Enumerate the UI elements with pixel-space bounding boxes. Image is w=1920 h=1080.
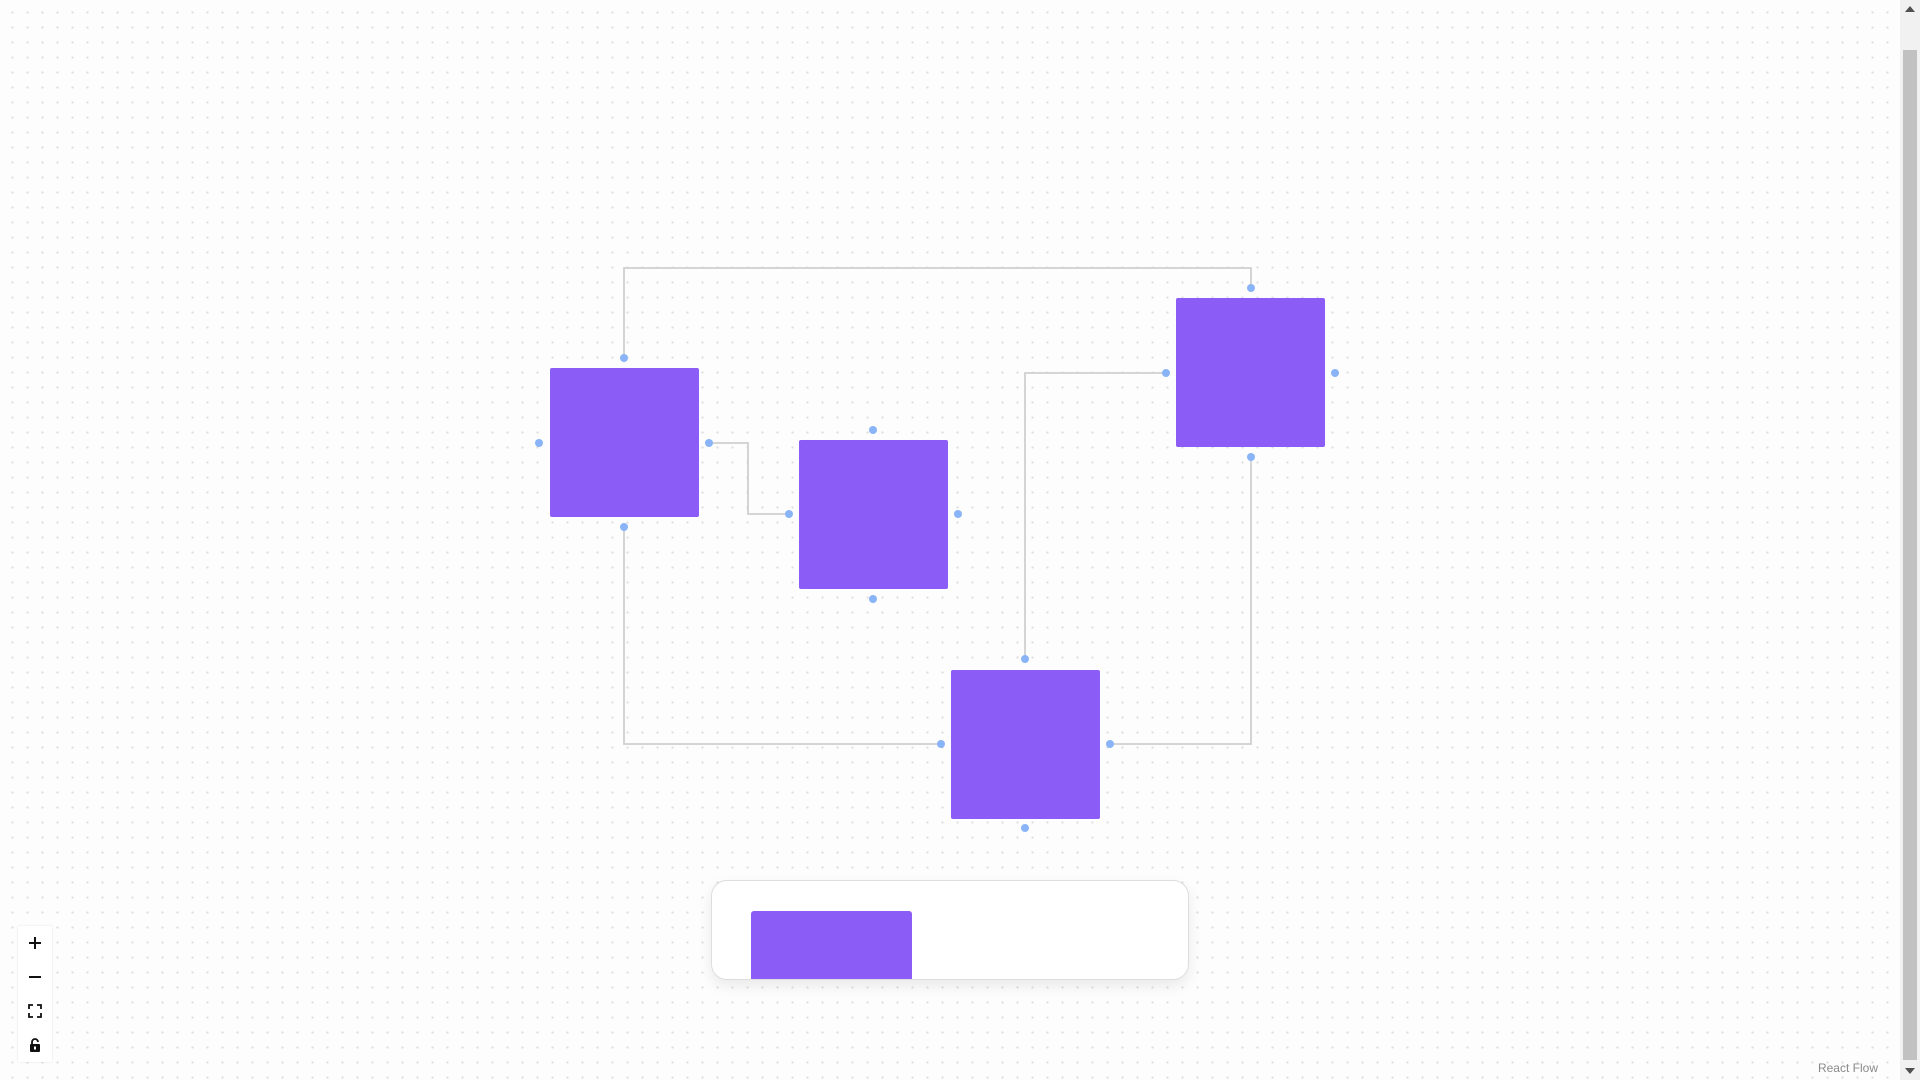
- lock-button[interactable]: [18, 1028, 52, 1062]
- vertical-scrollbar[interactable]: [1900, 0, 1920, 1080]
- node-4-handle-top[interactable]: [1021, 655, 1029, 663]
- edge-node1-node3[interactable]: [623, 267, 1252, 358]
- edge-node1-node2[interactable]: [709, 442, 789, 515]
- plus-icon: [29, 937, 41, 949]
- node-1-handle-bottom[interactable]: [620, 523, 628, 531]
- fit-view-button[interactable]: [18, 994, 52, 1028]
- arrow-up-icon: [1905, 6, 1915, 12]
- zoom-out-button[interactable]: [18, 960, 52, 994]
- minus-icon: [29, 976, 41, 978]
- flow-node-4[interactable]: [951, 670, 1100, 819]
- node-1-handle-left[interactable]: [535, 439, 543, 447]
- fit-view-icon: [28, 1004, 42, 1018]
- scroll-up-button[interactable]: [1900, 0, 1920, 18]
- node-4-handle-bottom[interactable]: [1021, 824, 1029, 832]
- node-1-handle-top[interactable]: [620, 354, 628, 362]
- flow-node-2[interactable]: [799, 440, 948, 589]
- node-2-handle-bottom[interactable]: [869, 595, 877, 603]
- flow-node-3[interactable]: [1176, 298, 1325, 447]
- edge-node3-node4[interactable]: [1110, 457, 1252, 745]
- scroll-down-button[interactable]: [1900, 1062, 1920, 1080]
- react-flow-attribution-link[interactable]: React Flow: [1817, 1061, 1878, 1075]
- zoom-in-button[interactable]: [18, 926, 52, 960]
- node-4-handle-right[interactable]: [1106, 740, 1114, 748]
- scrollbar-thumb[interactable]: [1903, 50, 1917, 1060]
- edge-node4-node3[interactable]: [1024, 372, 1166, 659]
- node-2-handle-top[interactable]: [869, 426, 877, 434]
- node-2-handle-left[interactable]: [785, 510, 793, 518]
- node-2-handle-right[interactable]: [954, 510, 962, 518]
- node-3-handle-top[interactable]: [1247, 284, 1255, 292]
- draggable-node-template[interactable]: [751, 911, 912, 979]
- node-palette-panel: [711, 880, 1189, 980]
- flow-node-1[interactable]: [550, 368, 699, 517]
- arrow-down-icon: [1905, 1068, 1915, 1074]
- node-3-handle-right[interactable]: [1331, 369, 1339, 377]
- node-3-handle-left[interactable]: [1162, 369, 1170, 377]
- node-1-handle-right[interactable]: [705, 439, 713, 447]
- flow-controls: [18, 926, 52, 1062]
- lock-icon: [30, 1038, 40, 1052]
- node-4-handle-left[interactable]: [937, 740, 945, 748]
- node-3-handle-bottom[interactable]: [1247, 453, 1255, 461]
